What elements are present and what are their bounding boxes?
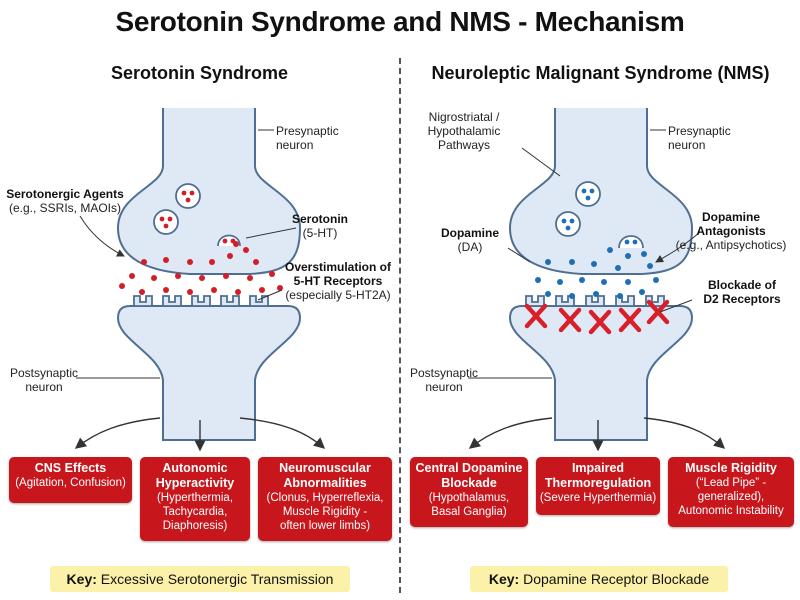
serotonin-receptors bbox=[133, 295, 269, 307]
dopamine-sub: (DA) bbox=[457, 240, 483, 254]
central-dopamine-blockade-title: Central Dopamine Blockade bbox=[415, 461, 523, 490]
serotonergic-agents-label: Serotonergic Agents (e.g., SSRIs, MAOIs) bbox=[0, 187, 130, 215]
dopamine-antagonists-title: Dopamine Antagonists bbox=[696, 210, 766, 238]
autonomic-hyperactivity-title: Autonomic Hyperactivity bbox=[155, 461, 235, 490]
muscle-rigidity-box: Muscle Rigidity (“Lead Pipe” - generaliz… bbox=[668, 457, 794, 527]
right-panel-title: Neuroleptic Malignant Syndrome (NMS) bbox=[431, 63, 770, 83]
left-presynaptic-neuron bbox=[116, 108, 302, 275]
serotonin-title: Serotonin bbox=[292, 212, 348, 226]
left-key: Key: Excessive Serotonergic Transmission bbox=[50, 566, 350, 592]
serotonin-sub: (5-HT) bbox=[302, 226, 338, 240]
right-effect-arrows bbox=[468, 417, 726, 452]
d2-receptors bbox=[525, 295, 665, 307]
neuromuscular-abnormalities-detail: (Clonus, Hyperreflexia, Muscle Rigidity … bbox=[266, 492, 384, 532]
muscle-rigidity-title: Muscle Rigidity bbox=[685, 461, 777, 475]
right-key-label: Key: bbox=[488, 571, 520, 587]
cns-effects-title: CNS Effects bbox=[34, 461, 107, 475]
left-postsynaptic-neuron bbox=[116, 305, 302, 441]
overstimulation-title: Overstimulation of 5-HT Receptors bbox=[284, 260, 391, 288]
right-postsynaptic-label: Postsynaptic neuron bbox=[409, 366, 479, 394]
autonomic-hyperactivity-box: Autonomic Hyperactivity (Hyperthermia, T… bbox=[140, 457, 250, 541]
overstimulation-sub: (especially 5-HT2A) bbox=[285, 288, 391, 302]
pathways-label: Nigrostriatal / Hypothalamic Pathways bbox=[427, 110, 501, 152]
impaired-thermoregulation-title: Impaired Thermoregulation bbox=[544, 461, 652, 490]
left-presynaptic-label: Presynaptic neuron bbox=[276, 124, 339, 152]
page-title: Serotonin Syndrome and NMS - Mechanism bbox=[115, 6, 685, 37]
serotonergic-agents-sub: (e.g., SSRIs, MAOIs) bbox=[8, 201, 122, 215]
blockade-label: Blockade of D2 Receptors bbox=[692, 278, 792, 306]
neuromuscular-abnormalities-box: Neuromuscular Abnormalities (Clonus, Hyp… bbox=[258, 457, 392, 541]
muscle-rigidity-detail: (“Lead Pipe” - generalized), Autonomic I… bbox=[678, 477, 784, 517]
blockade-x-marks bbox=[524, 299, 670, 335]
dopamine-title: Dopamine bbox=[440, 226, 499, 240]
dopamine-molecules bbox=[535, 247, 659, 299]
left-key-label: Key: bbox=[66, 571, 97, 587]
left-leader-lines bbox=[76, 129, 297, 379]
dopamine-vesicles bbox=[555, 181, 644, 249]
impaired-thermoregulation-box: Impaired Thermoregulation (Severe Hypert… bbox=[536, 457, 660, 515]
overstimulation-label: Overstimulation of 5-HT Receptors (espec… bbox=[278, 260, 398, 302]
left-postsynaptic-label: Postsynaptic neuron bbox=[9, 366, 79, 394]
right-key: Key: Dopamine Receptor Blockade bbox=[470, 566, 728, 592]
left-effect-arrows bbox=[74, 417, 326, 452]
right-leader-lines bbox=[468, 129, 701, 379]
left-panel-title: Serotonin Syndrome bbox=[110, 63, 289, 83]
central-dopamine-blockade-box: Central Dopamine Blockade (Hypothalamus,… bbox=[410, 457, 528, 527]
dopamine-antagonists-sub: (e.g., Antipsychotics) bbox=[675, 238, 787, 252]
central-dopamine-blockade-detail: (Hypothalamus, Basal Ganglia) bbox=[428, 492, 510, 518]
neuromuscular-abnormalities-title: Neuromuscular Abnormalities bbox=[279, 461, 371, 490]
dopamine-label: Dopamine (DA) bbox=[432, 226, 508, 254]
autonomic-hyperactivity-detail: (Hyperthermia, Tachycardia, Diaphoresis) bbox=[156, 492, 234, 532]
right-key-text: Dopamine Receptor Blockade bbox=[523, 571, 710, 587]
serotonin-label: Serotonin (5-HT) bbox=[280, 212, 360, 240]
right-presynaptic-label: Presynaptic neuron bbox=[668, 124, 731, 152]
serotonin-molecules bbox=[119, 241, 283, 295]
panel-divider bbox=[399, 58, 401, 593]
dopamine-antagonists-label: Dopamine Antagonists (e.g., Antipsychoti… bbox=[664, 210, 798, 252]
blockade-title: Blockade of D2 Receptors bbox=[703, 278, 781, 306]
cns-effects-box: CNS Effects (Agitation, Confusion) bbox=[9, 457, 132, 503]
cns-effects-detail: (Agitation, Confusion) bbox=[15, 477, 126, 489]
right-presynaptic-neuron bbox=[508, 108, 694, 275]
left-key-text: Excessive Serotonergic Transmission bbox=[100, 571, 334, 587]
right-postsynaptic-neuron bbox=[508, 305, 694, 441]
serotonergic-agents-title: Serotonergic Agents bbox=[6, 187, 124, 201]
impaired-thermoregulation-detail: (Severe Hyperthermia) bbox=[539, 492, 657, 504]
